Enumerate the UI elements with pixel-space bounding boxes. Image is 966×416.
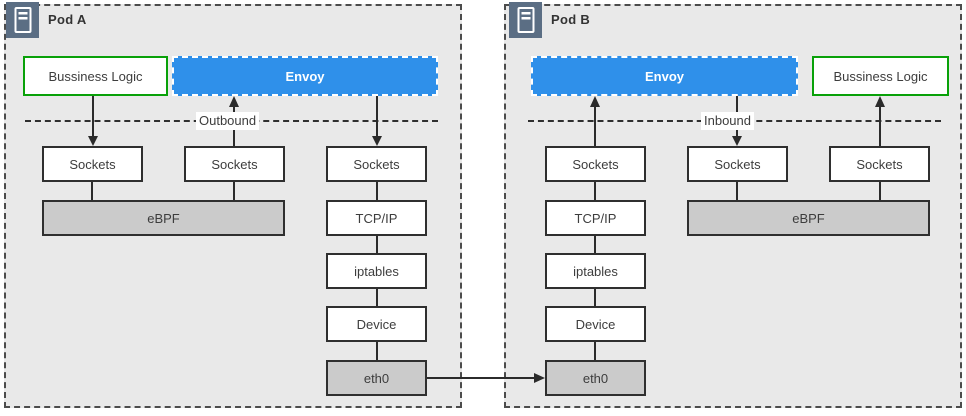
device-box: Device xyxy=(326,306,427,342)
business-logic-box: Bussiness Logic xyxy=(812,56,949,96)
sockets-box: Sockets xyxy=(687,146,788,182)
ebpf-box: eBPF xyxy=(687,200,930,236)
sockets-box: Sockets xyxy=(545,146,646,182)
ebpf-box: eBPF xyxy=(42,200,285,236)
pod-b-title: Pod B xyxy=(551,12,591,27)
pod-a-title: Pod A xyxy=(48,12,87,27)
device-box: Device xyxy=(545,306,646,342)
sockets-box: Sockets xyxy=(42,146,143,182)
sockets-box: Sockets xyxy=(829,146,930,182)
sockets-box: Sockets xyxy=(326,146,427,182)
business-logic-box: Bussiness Logic xyxy=(23,56,168,96)
eth0-box: eth0 xyxy=(326,360,427,396)
inbound-label: Inbound xyxy=(701,112,754,130)
tcpip-box: TCP/IP xyxy=(326,200,427,236)
server-icon xyxy=(6,2,39,38)
iptables-box: iptables xyxy=(326,253,427,289)
envoy-box: Envoy xyxy=(172,56,438,96)
outbound-label: Outbound xyxy=(196,112,260,130)
eth0-box: eth0 xyxy=(545,360,646,396)
iptables-box: iptables xyxy=(545,253,646,289)
tcpip-box: TCP/IP xyxy=(545,200,646,236)
server-icon xyxy=(509,2,542,38)
sockets-box: Sockets xyxy=(184,146,285,182)
envoy-box: Envoy xyxy=(531,56,798,96)
